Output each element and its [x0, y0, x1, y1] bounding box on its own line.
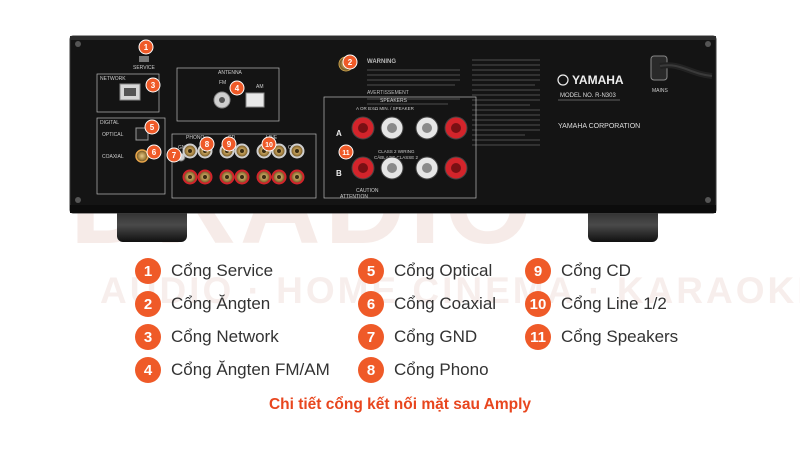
legend-number-badge: 11 [525, 324, 551, 350]
svg-text:3: 3 [151, 81, 156, 90]
am-antenna-terminal [245, 92, 265, 108]
legend-number-badge: 5 [358, 258, 384, 284]
label-network: NETWORK [100, 76, 126, 82]
legend-label: Cổng Ăngten [171, 294, 271, 313]
model-number: MODEL NO. R-N303 [560, 93, 616, 99]
marker-5: 5 [144, 119, 160, 135]
brand-name: YAMAHA [572, 73, 624, 87]
legend-number-badge: 2 [135, 291, 161, 317]
label-coaxial: COAXIAL [102, 154, 124, 160]
legend-label: Cổng Line 1/2 [561, 294, 667, 313]
svg-text:2: 2 [348, 58, 353, 67]
svg-text:9: 9 [227, 140, 232, 149]
legend-item-5: 5 Cổng Optical [358, 256, 492, 286]
label-optical: OPTICAL [102, 132, 124, 138]
label-mains: MAINS [652, 88, 669, 94]
marker-7: 7 [166, 147, 182, 163]
marker-11: 11 [338, 144, 354, 160]
svg-text:11: 11 [342, 150, 350, 157]
legend-item-10: 10 Cổng Line 1/2 [525, 289, 667, 319]
svg-text:8: 8 [205, 140, 210, 149]
legend-number-badge: 3 [135, 324, 161, 350]
legend-number-badge: 1 [135, 258, 161, 284]
label-service: SERVICE [133, 65, 156, 71]
optical-port [135, 127, 149, 141]
legend-item-11: 11 Cổng Speakers [525, 322, 678, 352]
legend-item-3: 3 Cổng Network [135, 322, 279, 352]
callout-markers: 1 2 3 4 5 6 7 8 9 10 11 [138, 39, 358, 163]
legend-label: Cổng Speakers [561, 327, 679, 346]
legend-number-badge: 4 [135, 357, 161, 383]
marker-10: 10 [261, 136, 277, 152]
service-port [139, 56, 149, 62]
label-speaker-a: A [336, 129, 342, 138]
svg-text:1: 1 [144, 43, 149, 52]
label-antenna: ANTENNA [218, 70, 243, 76]
warning-label: WARNING AVERTISSEMENT [367, 59, 540, 146]
legend-label: Cổng CD [561, 261, 631, 280]
legend-number-badge: 6 [358, 291, 384, 317]
legend-item-6: 6 Cổng Coaxial [358, 289, 496, 319]
speaker-panel [323, 96, 477, 199]
marker-9: 9 [221, 136, 237, 152]
label-class2: CLASS 2 WIRING [378, 149, 415, 154]
legend-item-7: 7 Cổng GND [358, 322, 477, 352]
marker-3: 3 [145, 77, 161, 93]
label-speakers: SPEAKERS [380, 98, 408, 104]
marker-8: 8 [199, 136, 215, 152]
legend-label: Cổng Coaxial [394, 294, 497, 313]
legend-label: Cổng GND [394, 327, 478, 346]
yamaha-logo-icon [557, 74, 569, 86]
speaker-terminals [351, 116, 468, 180]
label-speaker-ab: A OR B:6Ω MIN. / SPEAKER [356, 106, 415, 111]
svg-text:WARNING: WARNING [367, 59, 396, 65]
svg-text:10: 10 [265, 142, 273, 149]
legend-item-1: 1 Cổng Service [135, 256, 273, 286]
svg-text:7: 7 [172, 151, 177, 160]
svg-text:5: 5 [150, 123, 155, 132]
label-phono: PHONO [186, 135, 204, 141]
marker-1: 1 [138, 39, 154, 55]
legend-number-badge: 7 [358, 324, 384, 350]
svg-text:4: 4 [235, 84, 240, 93]
label-am: AM [256, 84, 264, 90]
legend-item-8: 8 Cổng Phono [358, 355, 489, 385]
legend-label: Cổng Optical [394, 261, 493, 280]
marker-2: 2 [342, 54, 358, 70]
screws [75, 41, 711, 203]
label-speaker-b: B [336, 169, 342, 178]
label-cablage: CÂBLAGE CLASSE 2 [374, 154, 419, 160]
label-digital: DIGITAL [100, 120, 119, 126]
marker-6: 6 [146, 144, 162, 160]
marker-4: 4 [229, 80, 245, 96]
legend-item-2: 2 Cổng Ăngten [135, 289, 270, 319]
svg-text:AVERTISSEMENT: AVERTISSEMENT [367, 90, 409, 96]
label-fm: FM [219, 80, 226, 86]
label-caution: CAUTION [356, 188, 379, 194]
coaxial-jack [135, 149, 149, 163]
legend-label: Cổng Phono [394, 360, 489, 379]
legend-label: Cổng Service [171, 261, 274, 280]
label-attention: ATTENTION [340, 194, 368, 200]
legend-item-9: 9 Cổng CD [525, 256, 631, 286]
legend-number-badge: 8 [358, 357, 384, 383]
legend-label: Cổng Ăngten FM/AM [171, 360, 330, 379]
legend-label: Cổng Network [171, 327, 279, 346]
legend-item-4: 4 Cổng Ăngten FM/AM [135, 355, 330, 385]
caption: Chi tiết cổng kết nối mặt sau Amply [268, 396, 532, 413]
company-name: YAMAHA CORPORATION [558, 123, 640, 130]
legend-number-badge: 10 [525, 291, 551, 317]
amp-feet [117, 208, 658, 242]
legend-number-badge: 9 [525, 258, 551, 284]
watermark-tagline: AUDIO · HOME CINEMA · KARAOKE [100, 270, 800, 311]
svg-text:6: 6 [152, 148, 157, 157]
rca-jacks [182, 143, 305, 185]
